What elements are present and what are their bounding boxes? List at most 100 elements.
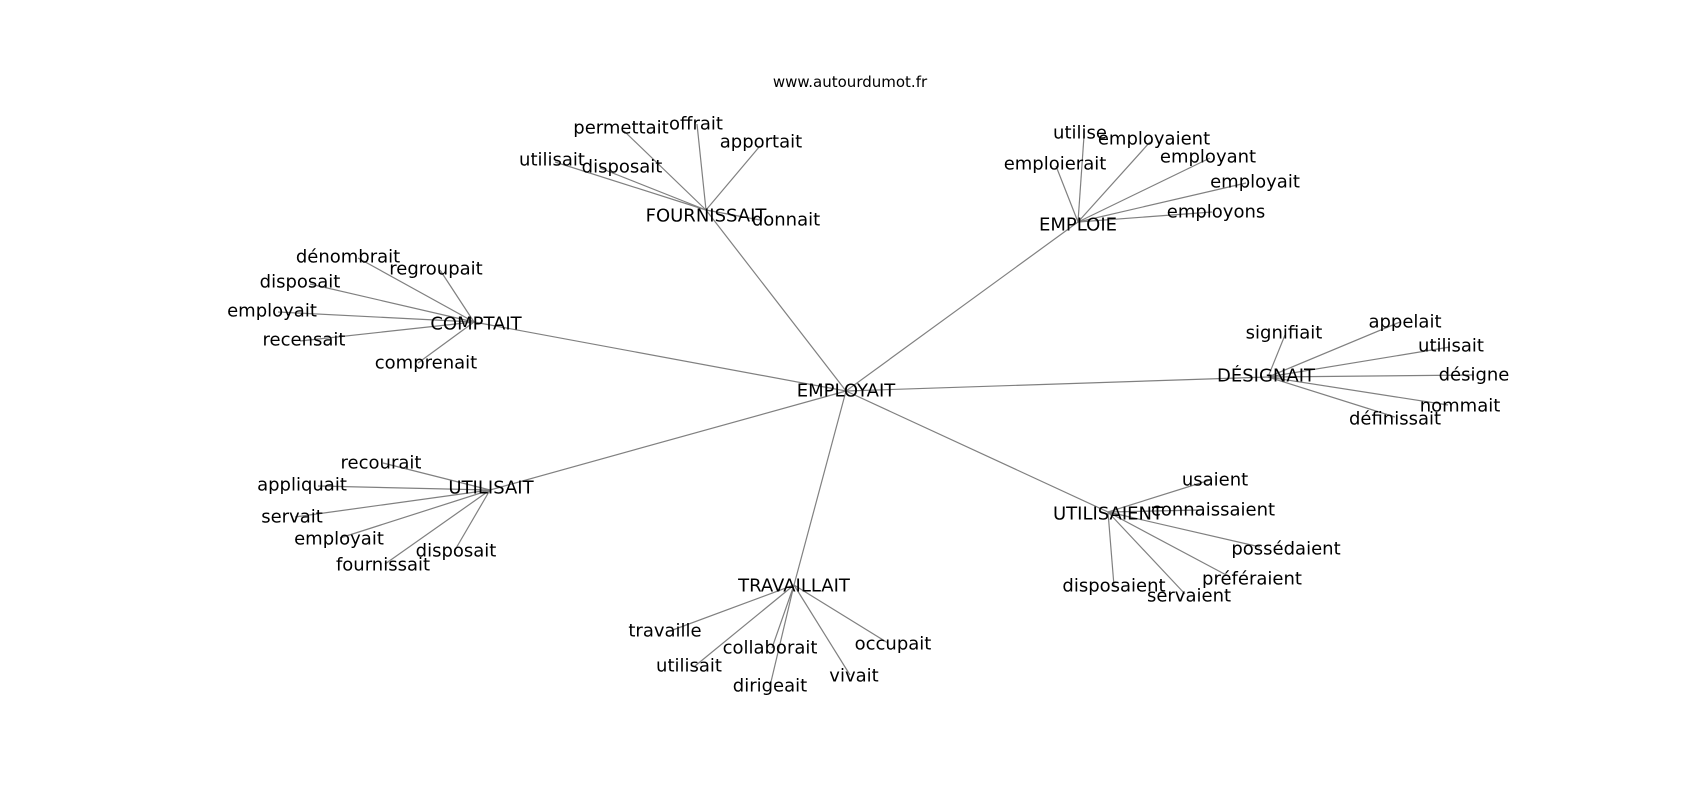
leaf-word-node[interactable]: disposait [416, 541, 497, 562]
edge-travaillait-dirigeait [769, 584, 795, 687]
edge-designait-definissait [1267, 376, 1396, 418]
leaf-word-node[interactable]: vivait [829, 666, 878, 687]
leaf-word-node[interactable]: servaient [1147, 586, 1231, 607]
leaf-word-node[interactable]: utilisait [1418, 336, 1484, 357]
leaf-word-node[interactable]: offrait [669, 114, 723, 135]
leaf-word-node[interactable]: employait [294, 529, 384, 550]
edge-emploie-emploierait [1055, 165, 1079, 223]
cluster-node-travaillait[interactable]: TRAVAILLAIT [737, 576, 851, 597]
edge-center-designait [845, 376, 1269, 392]
leaf-word-node[interactable]: définissait [1349, 409, 1441, 430]
cluster-node-comptait[interactable]: COMPTAIT [430, 314, 522, 335]
leaf-word-node[interactable]: fournissait [336, 555, 430, 576]
edge-center-utilisait [489, 390, 847, 491]
leaf-word-node[interactable]: usaient [1182, 470, 1248, 491]
leaf-word-node[interactable]: signifiait [1246, 323, 1323, 344]
cluster-node-emploie[interactable]: EMPLOIE [1039, 215, 1117, 236]
edge-comptait-comprenait [417, 321, 475, 364]
leaf-word-node[interactable]: servait [261, 507, 323, 528]
edge-emploie-employait [1077, 182, 1247, 223]
edge-utilisait-appliquait [317, 485, 491, 491]
leaf-word-node[interactable]: appelait [1368, 312, 1441, 333]
leaf-word-node[interactable]: travaille [628, 621, 701, 642]
cluster-node-designait[interactable]: DÉSIGNAIT [1217, 365, 1316, 387]
edge-center-travaillait [793, 390, 847, 586]
edge-comptait-disposait [309, 283, 475, 323]
leaf-word-node[interactable]: employant [1160, 147, 1256, 168]
leaf-word-node[interactable]: donnait [752, 210, 820, 231]
edge-comptait-recensait [299, 321, 475, 342]
edge-designait-designe [1267, 374, 1475, 378]
leaf-word-node[interactable]: disposait [260, 272, 341, 293]
leaf-word-node[interactable]: possédaient [1231, 539, 1340, 560]
edge-utilisait-recourait [382, 462, 491, 491]
leaf-word-node[interactable]: dénombrait [296, 247, 400, 268]
edge-center-utilisaient [845, 390, 1109, 513]
edge-comptait-denombrait [357, 257, 475, 323]
leaf-word-node[interactable]: collaborait [723, 638, 818, 659]
leaf-word-node[interactable]: appliquait [257, 475, 347, 496]
cluster-node-utilisait[interactable]: UTILISAIT [448, 478, 534, 499]
leaf-word-node[interactable]: employait [1210, 172, 1300, 193]
edge-designait-signifiait [1267, 334, 1286, 378]
edge-designait-appelait [1267, 321, 1401, 378]
leaf-word-node[interactable]: occupait [855, 634, 932, 655]
edge-designait-utilisait [1267, 346, 1451, 378]
edge-utilisaient-preferaient [1107, 511, 1231, 578]
site-url: www.autourdumot.fr [772, 73, 928, 91]
edge-utilisaient-servaient [1107, 511, 1186, 595]
center-word-node[interactable]: EMPLOYAIT [797, 381, 897, 402]
edge-utilisait-employait [339, 489, 491, 539]
cluster-node-fournissait[interactable]: FOURNISSAIT [646, 206, 768, 227]
edge-travaillait-occupait [793, 584, 889, 644]
edge-utilisait-fournissait [384, 489, 491, 565]
edge-utilisaient-disposaient [1107, 511, 1115, 587]
leaf-word-node[interactable]: employons [1167, 202, 1266, 223]
leaf-word-node[interactable]: employaient [1098, 129, 1210, 150]
edge-utilisait-servait [294, 489, 491, 518]
edges-layer [277, 123, 1475, 687]
edge-travaillait-collaborait [771, 584, 795, 649]
edge-center-comptait [473, 321, 847, 392]
leaf-word-node[interactable]: apportait [720, 132, 802, 153]
cluster-node-utilisaient[interactable]: UTILISAIENT [1053, 504, 1164, 525]
edge-comptait-regroupait [439, 269, 475, 323]
edge-designait-nommait [1267, 376, 1449, 406]
leaf-word-node[interactable]: emploierait [1004, 154, 1107, 175]
edge-comptait-employait [277, 311, 475, 323]
leaf-word-node[interactable]: utilisait [656, 656, 722, 677]
leaf-word-node[interactable]: dirigeait [733, 676, 807, 697]
edge-fournissait-permettait [623, 130, 707, 211]
edge-travaillait-vivait [793, 584, 851, 676]
leaf-word-node[interactable]: comprenait [375, 353, 477, 374]
edge-travaillait-utilisait [694, 584, 795, 667]
edge-fournissait-offrait [696, 123, 707, 211]
leaf-word-node[interactable]: préféraient [1202, 569, 1302, 590]
edge-utilisaient-connaissaient [1107, 509, 1201, 513]
leaf-word-node[interactable]: désigne [1439, 365, 1510, 386]
edge-emploie-employons [1077, 211, 1213, 223]
edge-emploie-employant [1077, 157, 1211, 223]
leaf-word-node[interactable]: disposaient [1062, 576, 1165, 597]
edge-travaillait-travaille [669, 584, 795, 632]
edge-utilisaient-possedaient [1107, 511, 1261, 548]
edge-fournissait-apportait [705, 145, 761, 211]
edge-center-fournissait [705, 209, 847, 392]
edge-emploie-employaient [1077, 141, 1151, 223]
edge-fournissait-utilisait [554, 161, 707, 211]
leaf-word-node[interactable]: nommait [1420, 396, 1501, 417]
leaf-word-node[interactable]: employait [227, 301, 317, 322]
leaf-word-node[interactable]: disposait [582, 157, 663, 178]
leaf-word-node[interactable]: recensait [263, 330, 346, 351]
edge-emploie-utilise [1077, 135, 1085, 223]
leaf-word-node[interactable]: utilisait [519, 150, 585, 171]
leaf-word-node[interactable]: connaissaient [1151, 500, 1275, 521]
leaf-word-node[interactable]: utilise [1053, 123, 1107, 144]
edge-utilisaient-usaient [1107, 479, 1211, 513]
leaf-word-node[interactable]: permettait [573, 118, 668, 139]
edge-fournissait-donnait [705, 209, 761, 221]
leaf-word-node[interactable]: recourait [341, 453, 422, 474]
leaf-word-node[interactable]: regroupait [389, 259, 482, 280]
